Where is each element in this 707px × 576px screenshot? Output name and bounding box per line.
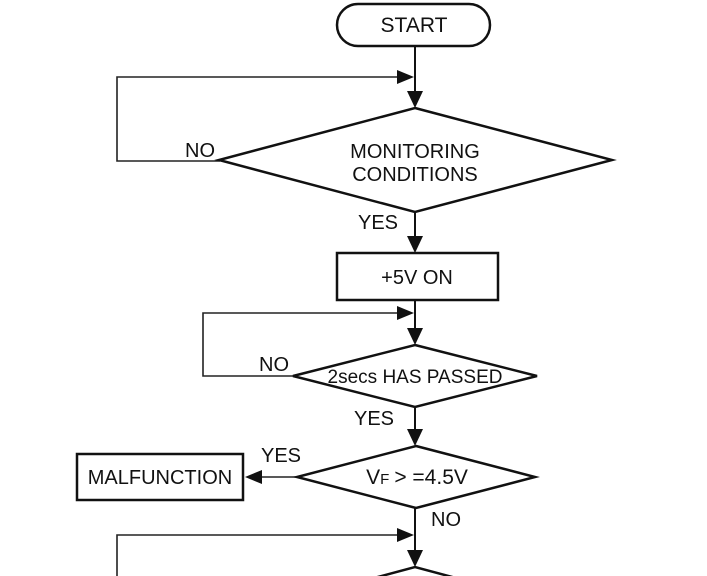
arrow-left-icon: [245, 470, 262, 484]
node-2secs-passed: 2secs HAS PASSED: [292, 343, 538, 409]
arrow-right-icon: [397, 528, 414, 542]
connector-monitoring-no-loop: [116, 70, 414, 162]
edge-label-monitoring-no: NO: [185, 140, 215, 162]
edge-label-2secs-no: NO: [259, 354, 289, 376]
5v-on-label: +5V ON: [381, 267, 453, 289]
node-malfunction: MALFUNCTION: [75, 452, 245, 502]
2secs-decision-shape: [292, 343, 538, 409]
malfunction-process-shape: [75, 452, 245, 502]
connector-monitoring-yes: [407, 212, 423, 253]
arrow-right-icon: [397, 70, 414, 84]
vf-subscript-text: F: [380, 471, 389, 488]
5v-on-process-shape: [335, 251, 500, 302]
node-start: START: [335, 2, 492, 48]
connector-2secs-no-loop: [202, 306, 414, 377]
connector-bottom-loop: [116, 528, 414, 576]
connector-5v-to-2secs: [407, 300, 423, 345]
start-terminator-shape: [335, 2, 492, 48]
node-monitoring-conditions: MONITORING CONDITIONS: [214, 106, 617, 214]
arrow-down-icon: [407, 429, 423, 446]
arrow-down-icon: [407, 91, 423, 108]
edge-label-monitoring-yes: YES: [358, 212, 398, 234]
vf-decision-shape: [292, 444, 540, 510]
edge-label-vf-no: NO: [431, 509, 461, 531]
loop-line: [116, 534, 398, 576]
loop-line: [116, 76, 398, 162]
edge-label-2secs-yes: YES: [354, 408, 394, 430]
connector-start-to-monitoring: [407, 46, 423, 108]
monitoring-label-line2: CONDITIONS: [352, 164, 478, 186]
arrow-down-icon: [407, 550, 423, 567]
arrow-down-icon: [407, 328, 423, 345]
monitoring-label-line1: MONITORING: [350, 141, 480, 163]
arrow-down-icon: [407, 236, 423, 253]
2secs-label: 2secs HAS PASSED: [328, 367, 503, 388]
start-label: START: [381, 14, 448, 37]
vf-condition-text: > =4.5V: [394, 466, 468, 489]
node-5v-on: +5V ON: [335, 251, 500, 302]
node-next-decision-partial: [376, 565, 454, 576]
vf-label: VF > =4.5V: [366, 466, 468, 489]
arrow-right-icon: [397, 306, 414, 320]
vf-base-text: V: [366, 466, 380, 489]
loop-line: [202, 312, 398, 377]
edge-label-vf-yes: YES: [261, 445, 301, 467]
connector-2secs-yes: [407, 407, 423, 446]
monitoring-decision-shape: [214, 106, 617, 214]
partial-decision-shape: [376, 565, 454, 576]
node-vf-threshold: VF > =4.5V: [292, 444, 540, 510]
connector-vf-yes-to-malfunction: [245, 470, 297, 484]
malfunction-label: MALFUNCTION: [88, 467, 232, 489]
connector-vf-no: [407, 508, 423, 567]
